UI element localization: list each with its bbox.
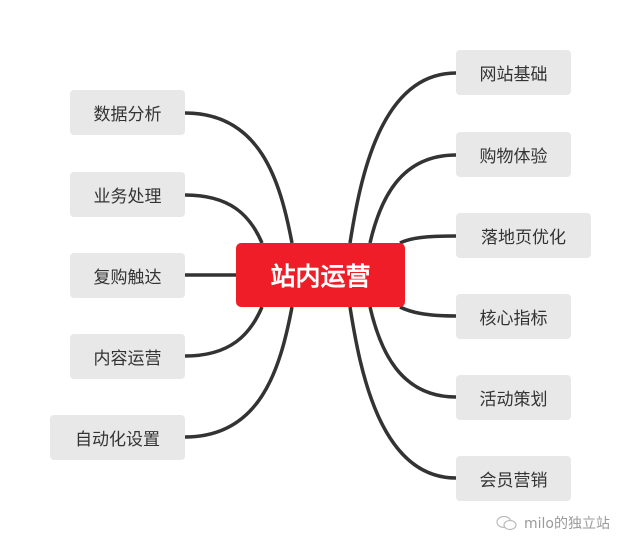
topic-left-0[interactable]: 数据分析 [70, 90, 185, 135]
link-right-5 [348, 306, 457, 480]
wechat-icon [496, 515, 517, 531]
topic-right-3[interactable]: 核心指标 [456, 294, 571, 339]
topic-left-2[interactable]: 复购触达 [70, 253, 185, 298]
link-left-1 [184, 193, 264, 244]
topic-right-0[interactable]: 网站基础 [456, 50, 571, 95]
topic-left-3[interactable]: 内容运营 [70, 334, 185, 379]
topic-right-4[interactable]: 活动策划 [456, 375, 571, 420]
link-right-1 [368, 153, 457, 244]
watermark: milo的独立站 [496, 513, 610, 533]
link-right-3 [399, 305, 457, 318]
link-left-3 [184, 306, 264, 358]
central-topic[interactable]: 站内运营 [236, 243, 405, 307]
link-right-4 [368, 306, 457, 399]
topic-right-5[interactable]: 会员营销 [456, 456, 571, 501]
topic-right-1[interactable]: 购物体验 [456, 132, 571, 177]
watermark-text: milo的独立站 [524, 516, 610, 532]
link-right-0 [348, 71, 457, 244]
link-left-0 [184, 111, 294, 244]
link-right-2 [399, 234, 457, 245]
topic-left-4[interactable]: 自动化设置 [50, 415, 185, 460]
topic-right-2[interactable]: 落地页优化 [456, 213, 591, 258]
topic-left-1[interactable]: 业务处理 [70, 172, 185, 217]
link-left-4 [184, 306, 294, 439]
